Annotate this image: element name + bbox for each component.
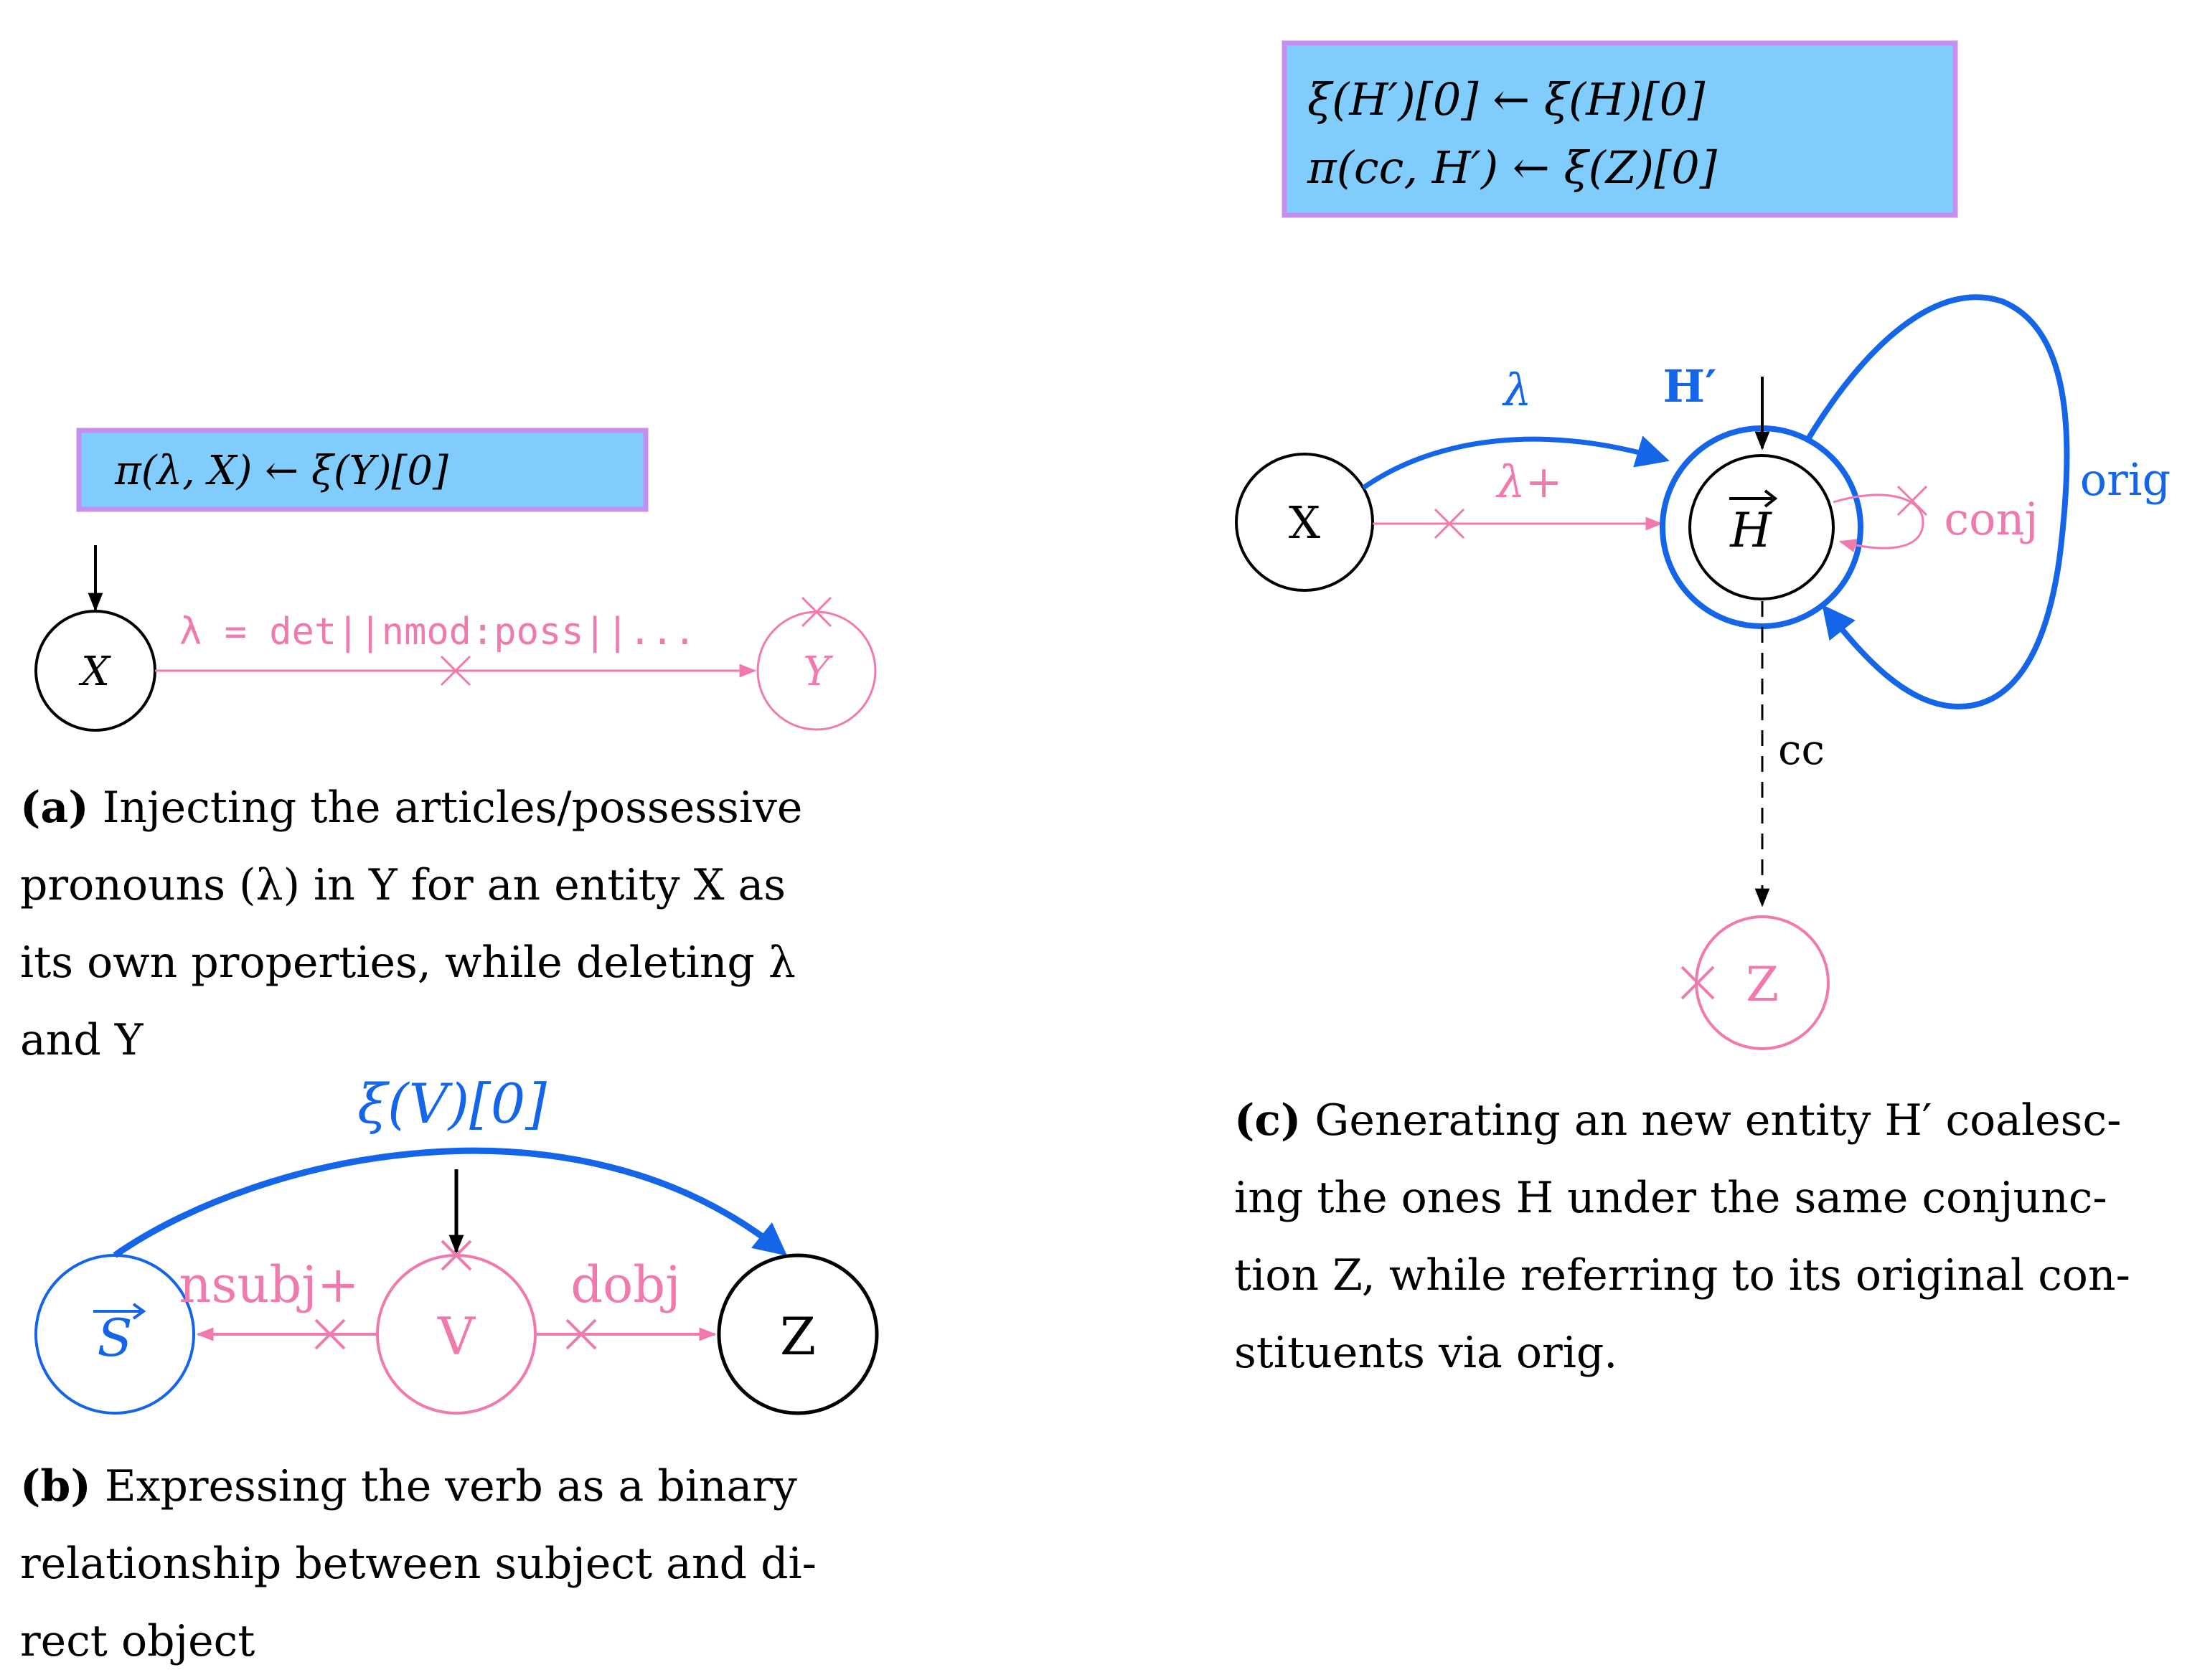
caption-c-tag: (c) bbox=[1234, 1095, 1302, 1146]
caption-b-tag: (b) bbox=[20, 1461, 91, 1511]
node-z-c-label: Z bbox=[1746, 957, 1779, 1012]
caption-c: (c) Generating an new entity H′ coalesc-… bbox=[1234, 1082, 2188, 1392]
caption-a-line-4: and Y bbox=[20, 1015, 144, 1065]
caption-a-line-2: pronouns (λ) in Y for an entity X as bbox=[20, 860, 786, 910]
node-x-a-label: X bbox=[78, 648, 111, 695]
delete-mark-v-b bbox=[441, 1240, 472, 1271]
vec-arrow-h-head bbox=[1764, 489, 1778, 508]
caption-c-line-2: ing the ones H under the same conjunc- bbox=[1234, 1173, 2107, 1223]
label-conj: conj bbox=[1944, 493, 2038, 545]
node-v-b-label: V bbox=[437, 1306, 476, 1367]
node-y-a-label: Y bbox=[804, 648, 834, 695]
label-orig: orig bbox=[2080, 453, 2171, 506]
label-lambda-plus: λ+ bbox=[1495, 456, 1562, 508]
edge-label-nsubj: nsubj+ bbox=[179, 1255, 359, 1314]
delete-mark-conj bbox=[1896, 485, 1928, 516]
caption-a-tag: (a) bbox=[20, 783, 89, 833]
delete-mark-edge-a bbox=[440, 655, 471, 686]
vec-arrow-s-head bbox=[132, 1303, 146, 1320]
node-h-label: H bbox=[1729, 503, 1772, 558]
formula-a: π(λ, X) ← ξ(Y)[0] bbox=[114, 448, 448, 494]
caption-c-line-3: tion Z, while referring to its original … bbox=[1234, 1250, 2130, 1301]
caption-a-line-1: (a) Injecting the articles/possessive bbox=[20, 783, 803, 833]
caption-c-line-4: stituents via orig. bbox=[1234, 1328, 1618, 1378]
panel-c: ξ(H′)[0] ← ξ(H)[0] π(cc, H′) ← ξ(Z)[0] X… bbox=[1235, 40, 2171, 1050]
loop-conj bbox=[1833, 494, 1924, 552]
delete-mark-y-a bbox=[801, 596, 832, 628]
delete-mark-lambda-plus bbox=[1434, 508, 1465, 539]
formula-box-c bbox=[1282, 40, 1958, 218]
label-h-prime: H′ bbox=[1663, 360, 1717, 412]
delete-mark-dobj bbox=[565, 1318, 597, 1350]
delete-mark-z-c bbox=[1680, 966, 1715, 1000]
edge-label-dobj: dobj bbox=[570, 1255, 680, 1314]
formula-c-line1: ξ(H′)[0] ← ξ(H)[0] bbox=[1307, 73, 1706, 126]
formula-box-a bbox=[76, 428, 649, 512]
node-x-c bbox=[1235, 453, 1374, 592]
node-z-b-label: Z bbox=[780, 1306, 816, 1367]
caption-a-line-3: its own properties, while deleting λ bbox=[20, 938, 796, 988]
formula-c-line2: π(cc, H′) ← ξ(Z)[0] bbox=[1307, 141, 1718, 194]
arc-s-to-z bbox=[113, 1147, 788, 1258]
label-lambda: λ bbox=[1501, 364, 1531, 416]
top-label-b: ξ(V)[0] bbox=[357, 1072, 547, 1136]
panel-b: ξ(V)[0] S V Z nsubj+ dobj bbox=[34, 1072, 879, 1415]
delete-mark-nsubj bbox=[314, 1318, 346, 1350]
panel-a: π(λ, X) ← ξ(Y)[0] X λ = det||nmod:poss||… bbox=[34, 428, 877, 732]
caption-c-line-1: (c) Generating an new entity H′ coalesc- bbox=[1234, 1095, 2122, 1146]
node-h bbox=[1688, 454, 1835, 600]
node-z-b bbox=[717, 1253, 879, 1415]
loop-orig bbox=[1805, 294, 2070, 710]
label-cc: cc bbox=[1778, 725, 1825, 774]
edge-label-a: λ = det||nmod:poss||... bbox=[179, 610, 696, 653]
node-x-c-label: X bbox=[1289, 496, 1320, 549]
caption-b-line-3: rect object bbox=[20, 1616, 255, 1666]
caption-a: (a) Injecting the articles/possessive pr… bbox=[20, 769, 895, 1079]
caption-b: (b) Expressing the verb as a binary rela… bbox=[20, 1448, 895, 1680]
caption-b-line-1: (b) Expressing the verb as a binary bbox=[20, 1461, 797, 1511]
caption-b-line-2: relationship between subject and di- bbox=[20, 1539, 817, 1589]
arc-lambda bbox=[1361, 435, 1670, 490]
node-s-b-label: S bbox=[97, 1308, 132, 1368]
node-s-b bbox=[34, 1254, 195, 1415]
